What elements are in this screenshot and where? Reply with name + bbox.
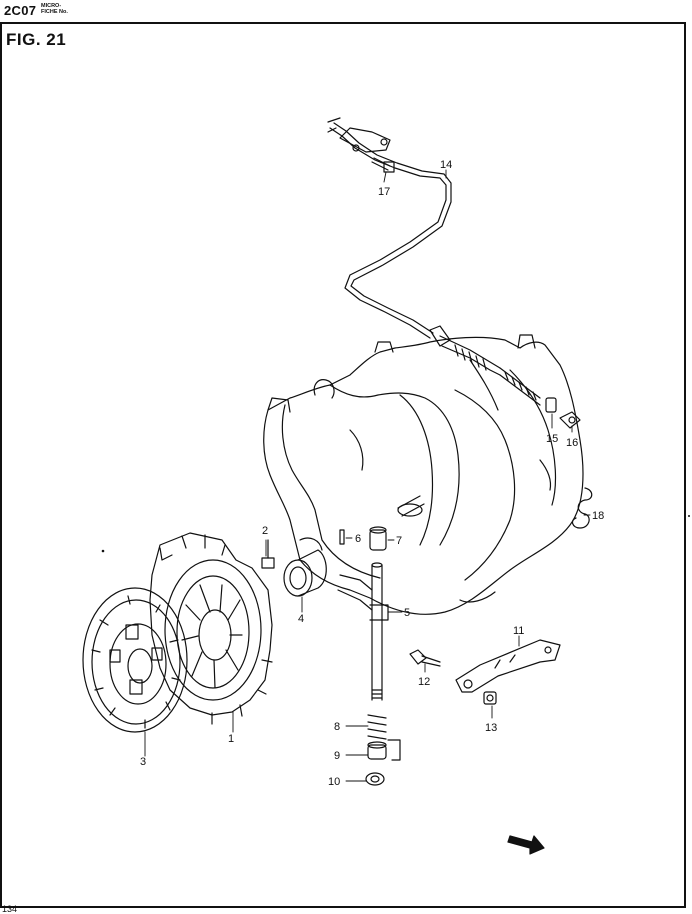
nut-15 bbox=[545, 397, 557, 413]
spring-8 bbox=[367, 714, 387, 740]
clutch-cable bbox=[327, 117, 541, 406]
callout-6: 6 bbox=[355, 533, 361, 545]
bushing-7 bbox=[369, 526, 387, 551]
bolt-17 bbox=[371, 157, 395, 173]
callout-labels: 1 2 3 4 5 6 7 8 9 10 11 12 13 14 15 16 1… bbox=[140, 159, 604, 788]
callout-9: 9 bbox=[334, 750, 340, 762]
spring-clip-18 bbox=[571, 487, 593, 529]
callout-14: 14 bbox=[440, 159, 452, 171]
microfiche-label-line-1: MICRO- bbox=[41, 3, 62, 9]
callout-2: 2 bbox=[262, 525, 268, 537]
lever-11 bbox=[455, 639, 561, 693]
callout-13: 13 bbox=[485, 722, 497, 734]
callout-15: 15 bbox=[546, 433, 558, 445]
callout-12: 12 bbox=[418, 676, 430, 688]
release-shaft bbox=[337, 562, 389, 701]
nut-13 bbox=[483, 691, 497, 705]
callout-10: 10 bbox=[328, 776, 340, 788]
direction-arrow-icon bbox=[507, 835, 545, 855]
bolt-2 bbox=[261, 539, 275, 569]
diagram-code: 2C07 bbox=[4, 3, 37, 18]
clutch-disc bbox=[82, 587, 188, 733]
leader-lines bbox=[144, 169, 591, 782]
microfiche-label: MICRO- FICHE No. bbox=[41, 3, 68, 15]
figure-title: FIG. 21 bbox=[6, 30, 67, 49]
callout-5: 5 bbox=[404, 607, 410, 619]
page-number: 134 bbox=[2, 904, 18, 914]
pin-6 bbox=[339, 529, 345, 545]
callout-17: 17 bbox=[378, 186, 390, 198]
callout-8: 8 bbox=[334, 721, 340, 733]
nut-16 bbox=[559, 411, 581, 429]
callout-3: 3 bbox=[140, 756, 146, 768]
callout-7: 7 bbox=[396, 535, 402, 547]
release-bearing bbox=[283, 549, 327, 597]
callout-18: 18 bbox=[592, 510, 604, 522]
transmission-housing bbox=[263, 334, 584, 615]
bolt-12 bbox=[409, 649, 441, 667]
callout-16: 16 bbox=[566, 437, 578, 449]
figure-frame bbox=[0, 22, 686, 908]
seal-10 bbox=[365, 772, 385, 786]
pressure-plate bbox=[149, 532, 273, 725]
microfiche-label-line-2: FICHE No. bbox=[41, 9, 68, 15]
bushing-9 bbox=[367, 739, 401, 761]
callout-1: 1 bbox=[228, 733, 234, 745]
callout-11: 11 bbox=[513, 625, 524, 637]
callout-4: 4 bbox=[298, 613, 304, 625]
